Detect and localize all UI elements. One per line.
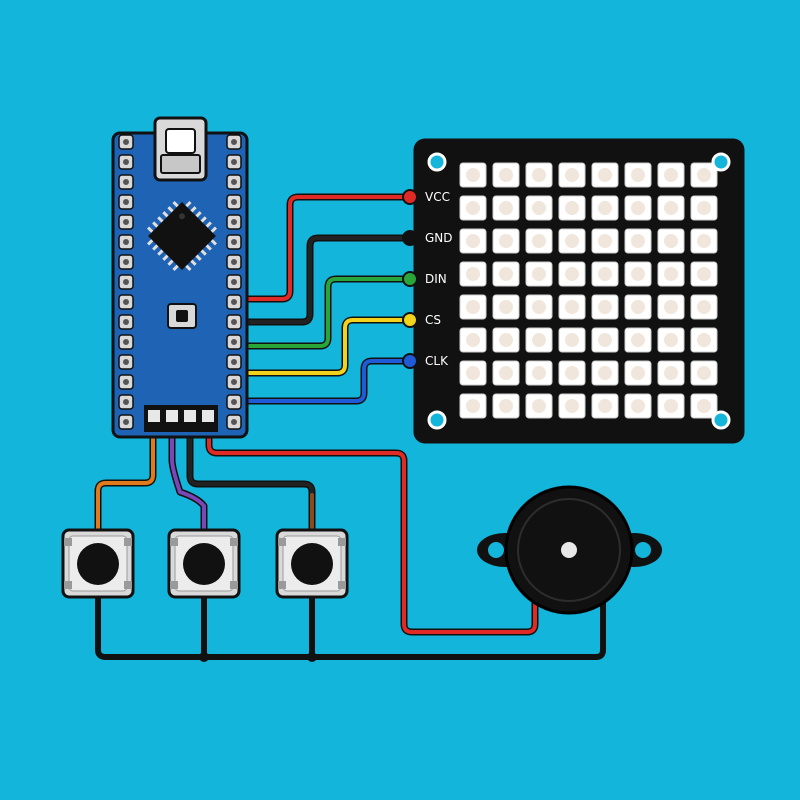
ground-junction [199,652,209,662]
led-cell [459,261,487,287]
led-cell [525,228,553,254]
led-cell [624,360,652,386]
matrix-pin-din: DIN [402,271,447,287]
push-button-2 [167,528,241,599]
led-cell [525,195,553,221]
led-cell [525,360,553,386]
led-cell [690,228,718,254]
led-cell [525,261,553,287]
wires [94,193,606,660]
led-cell [492,327,520,353]
led-cell [657,360,685,386]
led-cell [690,162,718,188]
led-cell [525,393,553,419]
led-cell [558,261,586,287]
led-cell [492,393,520,419]
ground-bus [95,594,606,660]
led-cell [591,195,619,221]
led-cell [492,228,520,254]
ground-junction [307,652,317,662]
led-cell [591,393,619,419]
matrix-pin-gnd: GND [402,230,453,246]
led-cell [690,327,718,353]
led-cell [690,360,718,386]
led-cell [558,360,586,386]
pin-label: DIN [425,272,447,286]
led-cell [624,393,652,419]
led-cell [690,393,718,419]
led-cell [558,228,586,254]
led-cell [690,261,718,287]
led-cell [492,294,520,320]
led-cell [459,393,487,419]
led-cell [558,294,586,320]
led-cell [525,327,553,353]
arduino-nano-board [111,116,249,439]
mini-usb-port-icon [153,116,208,182]
led-cell [624,294,652,320]
led-cell [492,195,520,221]
push-button-1 [61,528,135,599]
right-pin-column [226,134,242,430]
led-cell [591,360,619,386]
led-cell [459,162,487,188]
led-cell [492,261,520,287]
led-cell [624,162,652,188]
pin-label: CLK [425,354,449,368]
led-matrix-module: VCC GND DIN CS CLK [402,138,745,444]
led-cell [492,162,520,188]
piezo-buzzer-icon [477,485,662,615]
led-cell [657,195,685,221]
led-cell [525,294,553,320]
led-cell [657,261,685,287]
led-cell [624,327,652,353]
led-cell [657,294,685,320]
led-cell [459,228,487,254]
led-cell [690,294,718,320]
mounting-hole [711,152,731,172]
mounting-hole [711,410,731,430]
led-cell [459,360,487,386]
led-cell [558,162,586,188]
led-cell [591,261,619,287]
matrix-pin-clk: CLK [402,353,449,369]
matrix-pin-vcc: VCC [402,189,450,205]
led-cell [558,327,586,353]
pin-label: VCC [425,190,450,204]
led-cell [657,393,685,419]
led-cell [591,162,619,188]
led-cell [657,228,685,254]
push-button-3 [275,528,349,599]
left-pin-column [118,134,134,430]
matrix-pin-labels: VCC GND DIN CS CLK [402,189,453,369]
led-grid [459,162,718,419]
led-cell [657,327,685,353]
led-cell [492,360,520,386]
led-cell [558,393,586,419]
led-cell [459,195,487,221]
mounting-hole [427,410,447,430]
matrix-pin-cs: CS [402,312,441,328]
pin-label: CS [425,313,441,327]
led-cell [525,162,553,188]
led-cell [624,228,652,254]
reset-button-icon [167,303,197,329]
led-cell [459,294,487,320]
led-cell [591,228,619,254]
led-cell [624,261,652,287]
header-connector [144,405,218,432]
led-cell [591,294,619,320]
led-cell [624,195,652,221]
pin-label: GND [425,231,453,245]
led-cell [690,195,718,221]
mounting-hole [427,152,447,172]
led-cell [657,162,685,188]
led-cell [459,327,487,353]
led-cell [591,327,619,353]
led-cell [558,195,586,221]
